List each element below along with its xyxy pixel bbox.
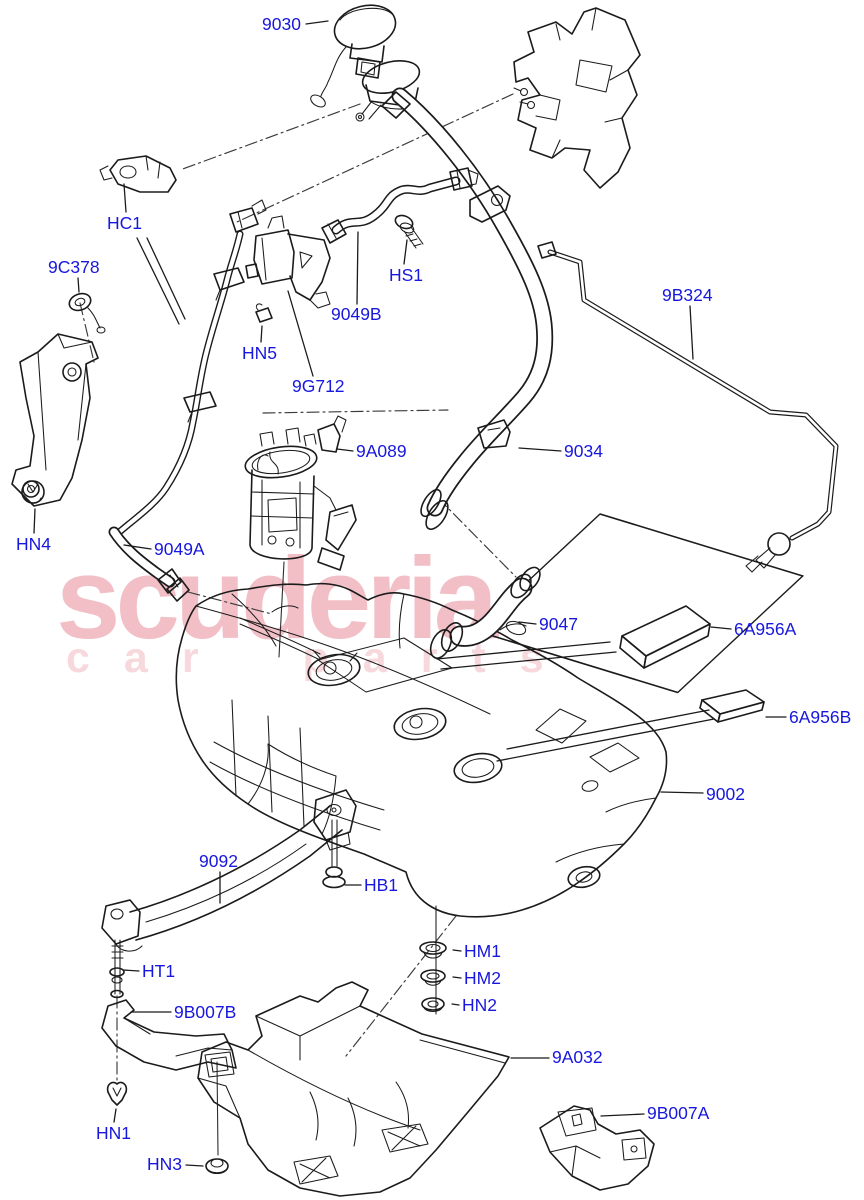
heat-shield-9B007B: [101, 999, 237, 1078]
part-label-6A956B[interactable]: 6A956B: [789, 707, 851, 727]
upper-mounting-bracket: [513, 7, 641, 189]
fuel-vapour-line: [113, 199, 267, 538]
part-label-9049B[interactable]: 9049B: [331, 304, 382, 324]
red-leader-line: [440, 651, 617, 670]
leader-line: [600, 1113, 645, 1117]
leader-line: [287, 290, 314, 377]
leader-line: [305, 20, 329, 25]
part-label-9B324[interactable]: 9B324: [662, 285, 713, 305]
part-label-HM2[interactable]: HM2: [464, 968, 501, 988]
red-leader-line: [436, 641, 611, 660]
red-leader-line: [506, 709, 710, 750]
leader-line: [113, 1108, 117, 1123]
leader-dot: [513, 445, 519, 451]
fuel-tank: [175, 582, 668, 918]
leader-line: [123, 544, 152, 550]
part-label-9092[interactable]: 9092: [199, 851, 238, 871]
leader-dot: [447, 947, 453, 953]
part-label-9C378[interactable]: 9C378: [48, 257, 100, 277]
sensor-9A089: [317, 415, 347, 453]
leader-line: [185, 1164, 204, 1167]
heat-shield-9A032: [197, 981, 510, 1197]
clip-HN1: [106, 1081, 128, 1106]
part-label-HT1[interactable]: HT1: [142, 961, 175, 981]
part-label-9B007B[interactable]: 9B007B: [174, 1002, 236, 1022]
leader-dot: [760, 714, 766, 720]
fuel-filler-cap: [310, 4, 397, 108]
part-label-9B007A[interactable]: 9B007A: [647, 1103, 710, 1123]
part-label-9030[interactable]: 9030: [262, 14, 301, 34]
part-label-6A956A[interactable]: 6A956A: [734, 619, 797, 639]
part-label-9002[interactable]: 9002: [706, 784, 745, 804]
part-label-HN4[interactable]: HN4: [16, 534, 51, 554]
part-label-HN5[interactable]: HN5: [242, 343, 277, 363]
clip-HN5: [255, 303, 273, 323]
red-leader-line: [496, 718, 715, 762]
checkered-flag-watermark: [473, 513, 804, 694]
left-support-bracket: [11, 333, 99, 507]
red-leader-line: [146, 237, 186, 320]
part-label-9034[interactable]: 9034: [564, 441, 603, 461]
leader-line: [452, 949, 462, 952]
leader-line: [33, 508, 36, 534]
tank-pad-6A956A: [619, 605, 711, 669]
leader-line: [689, 305, 694, 360]
part-label-9049A[interactable]: 9049A: [154, 539, 205, 559]
tank-pad-6A956B: [699, 689, 765, 723]
leader-line: [710, 626, 732, 630]
vent-pipe-9B324: [537, 241, 839, 573]
leader-dot: [328, 17, 334, 23]
leader-line: [403, 239, 408, 265]
fuel-filler-pipe: [381, 87, 554, 531]
leader-line: [452, 976, 462, 979]
fuel-pump-module: [244, 427, 357, 571]
part-label-HN1[interactable]: HN1: [96, 1123, 131, 1143]
red-leader-line: [136, 237, 180, 325]
part-label-9047[interactable]: 9047: [539, 614, 578, 634]
leader-line: [451, 1003, 460, 1006]
vent-hose-9049B: [321, 167, 479, 244]
bolt-HS1: [394, 214, 424, 249]
part-label-HM1[interactable]: HM1: [464, 941, 501, 961]
bolt-HB1: [322, 819, 346, 889]
fastener-stack: [419, 905, 447, 1015]
leader-line: [122, 969, 140, 972]
leader-dot: [595, 1113, 601, 1119]
leader-line: [518, 447, 562, 452]
tank-strap-9092: [101, 789, 357, 952]
leader-dot: [447, 974, 453, 980]
sensor-HC1: [99, 155, 177, 193]
grommet-9C378: [68, 292, 106, 334]
part-label-9A032[interactable]: 9A032: [552, 1047, 603, 1067]
part-label-9G712[interactable]: 9G712: [292, 376, 345, 396]
leader-line: [518, 621, 537, 625]
leader-line: [356, 231, 359, 305]
filler-hose-9047: [429, 566, 541, 659]
leader-line: [260, 325, 263, 343]
leader-line: [336, 448, 354, 452]
nut-HN3: [205, 1158, 229, 1175]
part-label-HS1[interactable]: HS1: [389, 265, 423, 285]
leader-dot: [284, 285, 290, 291]
canister-9G712: [245, 215, 331, 309]
part-label-HB1[interactable]: HB1: [364, 875, 398, 895]
part-label-9A089[interactable]: 9A089: [356, 441, 407, 461]
part-label-HN3[interactable]: HN3: [147, 1154, 182, 1174]
part-label-HN2[interactable]: HN2: [462, 995, 497, 1015]
stud-HT1: [109, 939, 125, 999]
leader-line: [123, 183, 127, 213]
leader-line: [660, 791, 704, 794]
washer-HN4: [21, 480, 45, 504]
part-label-HC1[interactable]: HC1: [107, 213, 142, 233]
hose-9049A: [108, 526, 190, 602]
leader-dot: [121, 178, 127, 184]
leader-line: [77, 277, 80, 293]
heat-shield-9B007A: [539, 1105, 655, 1191]
